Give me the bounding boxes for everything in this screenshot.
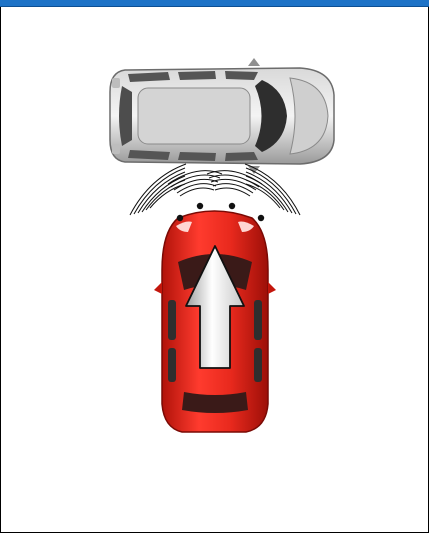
parking-sensor-wave-icon <box>130 164 300 215</box>
parked-car-icon <box>110 58 334 174</box>
